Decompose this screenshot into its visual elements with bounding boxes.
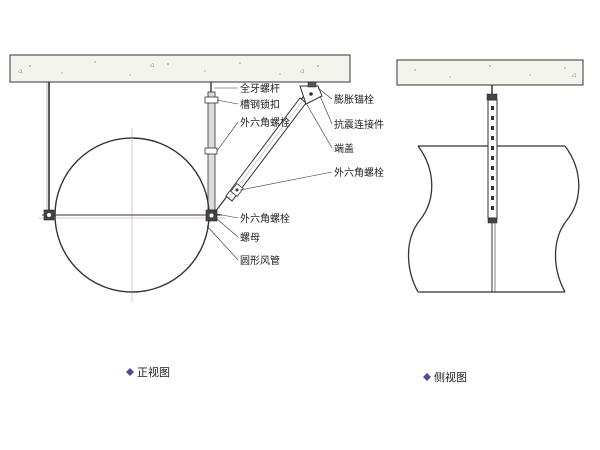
leader-lines bbox=[206, 87, 333, 261]
concrete-texture-front bbox=[17, 61, 319, 76]
hex-bolt-upper-shape bbox=[204, 147, 218, 155]
side-view-caption-text: 侧视图 bbox=[434, 370, 467, 384]
side-top-nut bbox=[486, 93, 498, 101]
channel-lock bbox=[204, 96, 219, 104]
right-nut-assembly bbox=[205, 209, 218, 222]
front-view: 全牙螺杆 槽钢锁扣 外六角螺栓 膨胀锚栓 抗震连接件 端盖 外六角螺栓 外六角螺… bbox=[9, 54, 384, 379]
label-round-duct: 圆形风管 bbox=[240, 254, 280, 267]
left-nut-assembly bbox=[43, 209, 55, 221]
side-view: 侧视图 bbox=[396, 59, 584, 384]
side-lower-nut bbox=[487, 217, 498, 224]
label-channel-lock: 槽钢锁扣 bbox=[240, 98, 280, 111]
front-view-caption-text: 正视图 bbox=[137, 365, 170, 379]
label-hex-bolt-lower: 外六角螺栓 bbox=[240, 212, 290, 225]
label-seismic-connector: 抗震连接件 bbox=[334, 118, 384, 131]
label-hex-bolt-upper: 外六角螺栓 bbox=[240, 116, 290, 129]
concrete-slab-side bbox=[396, 59, 584, 86]
concrete-slab-front bbox=[9, 54, 351, 83]
side-view-caption: 侧视图 bbox=[423, 370, 467, 384]
concrete-texture-side bbox=[414, 65, 577, 78]
label-hex-bolt-brace: 外六角螺栓 bbox=[334, 166, 384, 179]
label-expansion-anchor: 膨胀锚栓 bbox=[334, 93, 374, 106]
label-nut: 螺母 bbox=[240, 232, 260, 244]
front-view-caption: 正视图 bbox=[126, 365, 170, 379]
seismic-brace bbox=[214, 81, 323, 213]
label-threaded-rod: 全牙螺杆 bbox=[240, 82, 280, 95]
channel-slots bbox=[491, 106, 494, 210]
label-end-cap: 端盖 bbox=[334, 142, 354, 155]
diamond-bullet-icon bbox=[126, 368, 134, 376]
diamond-bullet-icon bbox=[423, 373, 431, 381]
